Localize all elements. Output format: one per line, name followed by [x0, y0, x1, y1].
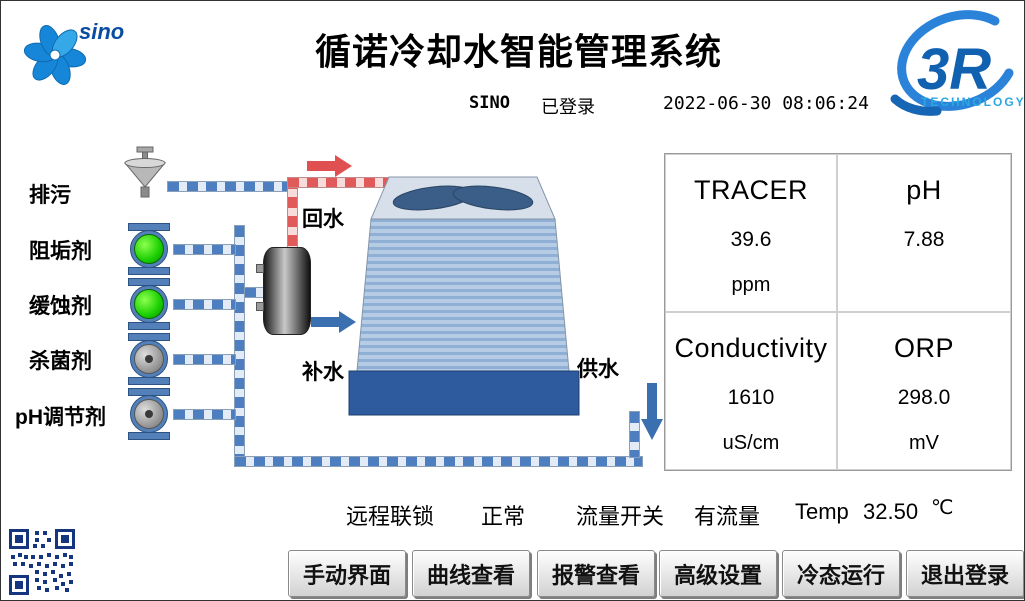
ph-value: 7.88 [903, 228, 945, 251]
manual-screen-button[interactable]: 手动界面 [288, 550, 406, 597]
label-scale-inhibitor: 阻垢剂 [29, 240, 92, 263]
pipe-pump4 [173, 409, 236, 420]
conductivity-value: 1610 [727, 386, 775, 409]
pump-scale-inhibitor[interactable] [123, 223, 175, 275]
pump-flange [128, 377, 170, 385]
3r-logo-subtext: TECHNOLOGY [921, 95, 1025, 109]
flow-switch-label: 流量开关 [576, 504, 665, 529]
interlock-label: 远程联锁 [346, 504, 435, 529]
pump-flange [128, 432, 170, 440]
conductivity-label: Conductivity [674, 333, 828, 363]
reading-conductivity: Conductivity 1610 uS/cm [665, 312, 837, 470]
sino-logo-text: sino [79, 19, 124, 44]
pump-corrosion-inhibitor[interactable] [123, 278, 175, 330]
label-supply-water: 供水 [577, 358, 619, 381]
advanced-settings-button[interactable]: 高级设置 [659, 550, 777, 597]
reading-ph: pH 7.88 [837, 154, 1011, 312]
pipe-dosing-main [234, 225, 245, 467]
temp-value: 32.50 [863, 499, 919, 524]
logout-button[interactable]: 退出登录 [906, 550, 1024, 597]
pipe-return-vertical [287, 177, 298, 251]
3r-technology-logo: 3R TECHNOLOGY [890, 10, 1025, 116]
pipe-bottom [234, 456, 643, 467]
reading-tracer: TRACER 39.6 ppm [665, 154, 837, 312]
label-return-water: 回水 [302, 208, 344, 231]
orp-value: 298.0 [897, 386, 951, 409]
label-corrosion-inhibitor: 缓蚀剂 [29, 295, 92, 318]
pipe-pump3 [173, 354, 236, 365]
conductivity-unit: uS/cm [722, 432, 780, 454]
fan-blade-icon [452, 185, 534, 211]
label-ph-adjuster: pH调节剂 [15, 406, 106, 429]
cold-run-button[interactable]: 冷态运行 [782, 550, 900, 597]
pipe-pump1 [173, 244, 236, 255]
tower-basin [348, 370, 580, 416]
reading-orp: ORP 298.0 mV [837, 312, 1011, 470]
makeup-flow-arrow-icon [311, 311, 356, 333]
label-blowdown: 排污 [29, 184, 71, 207]
pump-status-on [134, 234, 164, 264]
3r-logo-text: 3R [917, 37, 991, 102]
supply-flow-arrow-icon [641, 383, 663, 440]
pump-ring [130, 230, 168, 268]
pump-status-off [134, 399, 164, 429]
pipe-pump2 [173, 299, 236, 310]
pipe-supply-riser [629, 411, 640, 458]
pump-ring [130, 395, 168, 433]
pump-ring [130, 285, 168, 323]
pump-ring [130, 340, 168, 378]
filter-column[interactable] [256, 247, 311, 335]
readings-panel: TRACER 39.6 ppm pH 7.88 Conductivity 161… [664, 153, 1012, 471]
pump-ph-adjuster[interactable] [123, 388, 175, 440]
filter-flange [256, 302, 264, 311]
tracer-unit: ppm [731, 274, 771, 296]
filter-flange [256, 264, 264, 273]
orp-label: ORP [893, 333, 954, 363]
sino-logo: sino [23, 19, 124, 85]
pump-flange [128, 322, 170, 330]
tracer-value: 39.6 [730, 228, 772, 251]
alarm-view-button[interactable]: 报警查看 [537, 550, 655, 597]
return-flow-arrow-icon [307, 155, 352, 177]
orp-unit: mV [909, 432, 939, 454]
page-title: 循诺冷却水智能管理系统 [314, 31, 722, 72]
blowdown-valve[interactable] [119, 145, 171, 199]
curve-view-button[interactable]: 曲线查看 [412, 550, 530, 597]
flow-switch-value: 有流量 [694, 504, 761, 529]
pipe-filter-stub [244, 287, 265, 298]
datetime: 2022-06-30 08:06:24 [663, 93, 869, 114]
qr-code [9, 529, 75, 595]
pump-flange [128, 267, 170, 275]
cooling-tower [348, 176, 580, 416]
label-makeup-water: 补水 [302, 361, 344, 384]
tower-body [356, 218, 570, 372]
label-biocide: 杀菌剂 [29, 350, 92, 373]
ph-label: pH [906, 175, 942, 205]
temp-label: Temp [795, 499, 849, 524]
pump-status-on [134, 289, 164, 319]
pump-biocide[interactable] [123, 333, 175, 385]
logged-in-user: SINO [469, 93, 510, 113]
pipe-blowdown [167, 181, 293, 192]
temp-unit: ℃ [931, 497, 954, 519]
pump-status-off [134, 344, 164, 374]
tracer-label: TRACER [693, 175, 808, 205]
interlock-value: 正常 [481, 504, 526, 529]
login-status: 已登录 [541, 97, 595, 117]
